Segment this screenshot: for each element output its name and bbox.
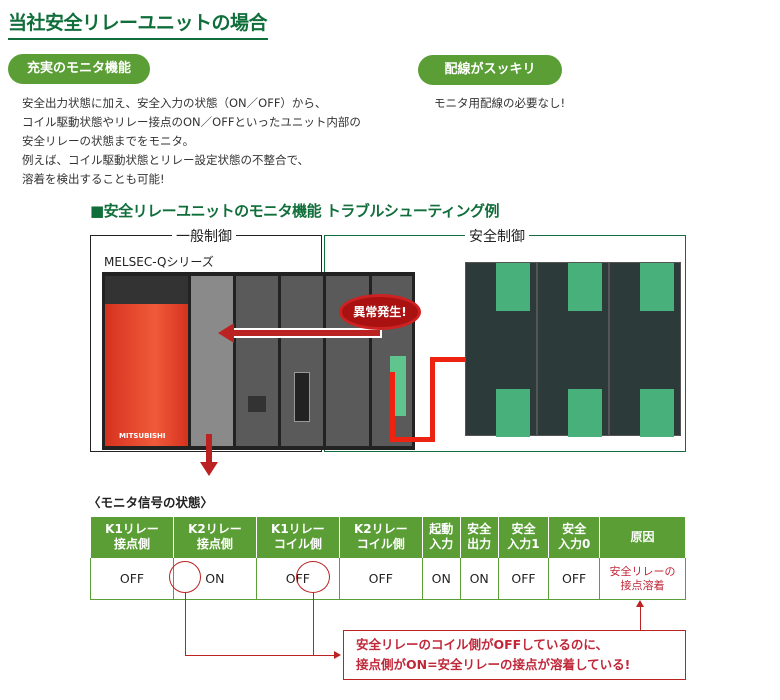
header-cell: K2リレーコイル側 (338, 516, 423, 558)
connector-line (185, 655, 335, 656)
connector-line (185, 593, 186, 656)
arrow-down-icon (200, 462, 218, 476)
callout-line: 接点側がON=安全リレーの接点が溶着している! (356, 657, 631, 672)
desc-line: 安全出力状態に加え、安全入力の状態（ON／OFF）から、 (22, 96, 327, 110)
cpu-module (191, 276, 233, 446)
ethernet-module (236, 276, 278, 446)
plc-image: MITSUBISHI (102, 272, 415, 450)
highlight-circle-k2-coil (296, 561, 330, 593)
value-cell: ON (421, 557, 461, 600)
header-cell: 原因 (599, 516, 686, 558)
header-cell: K2リレー接点側 (172, 516, 257, 558)
header-cell: K1リレーコイル側 (255, 516, 340, 558)
header-cell: 安全入力1 (497, 516, 550, 558)
desc-line: 安全リレーの状態までをモニタ。 (22, 134, 195, 148)
header-cell: K1リレー接点側 (90, 516, 174, 558)
diagram-title: ■安全リレーユニットのモニタ機能 トラブルシューティング例 (90, 202, 500, 220)
monitor-title: 〈モニタ信号の状態〉 (88, 495, 214, 510)
wire (430, 357, 478, 362)
value-cell: OFF (90, 557, 174, 600)
arrow-up-icon (636, 600, 644, 607)
wire (390, 372, 395, 442)
cause-cell: 安全リレーの接点溶着 (599, 557, 686, 600)
value-cell: OFF (548, 557, 600, 600)
connector-line (313, 593, 314, 656)
brand-logo: MITSUBISHI (119, 432, 166, 440)
wire (390, 437, 435, 442)
value-cell: OFF (497, 557, 550, 600)
signal-arrow (232, 328, 382, 338)
desc-line: 溶着を検出することも可能! (22, 172, 165, 186)
desc-line: コイル駆動状態やリレー接点のON／OFFといったユニット内部の (22, 115, 361, 129)
value-cell: OFF (338, 557, 423, 600)
feature-badge-wiring: 配線がスッキリ (418, 55, 562, 85)
alert-burst: 異常発生! (342, 297, 418, 327)
power-supply-module: MITSUBISHI (105, 276, 188, 446)
header-cell: 安全入力0 (548, 516, 600, 558)
feature-wiring-description: モニタ用配線の必要なし! (434, 96, 566, 110)
down-arrow (206, 434, 212, 464)
header-cell: 安全出力 (459, 516, 499, 558)
value-cell: ON (459, 557, 499, 600)
plc-series-label: MELSEC-Qシリーズ (104, 255, 214, 269)
arrow-right-icon (334, 651, 341, 659)
general-control-label: 一般制御 (172, 226, 236, 246)
connector-line (640, 606, 641, 630)
callout-line: 安全リレーのコイル側がOFFしているのに、 (356, 637, 608, 652)
safety-relay-units-image (465, 262, 687, 437)
arrow-left-icon (218, 323, 234, 343)
header-cell: 起動入力 (421, 516, 461, 558)
feature-monitor-description: 安全出力状態に加え、安全入力の状態（ON／OFF）から、 コイル駆動状態やリレー… (22, 94, 361, 189)
safety-control-label: 安全制御 (465, 226, 529, 246)
feature-badge-monitor: 充実のモニタ機能 (8, 54, 150, 84)
io-module (281, 276, 323, 446)
table-header-row: K1リレー接点側 K2リレー接点側 K1リレーコイル側 K2リレーコイル側 起動… (90, 516, 686, 558)
highlight-circle-k2-contact (169, 561, 201, 593)
page-title: 当社安全リレーユニットの場合 (8, 8, 268, 40)
wire (430, 357, 435, 442)
desc-line: 例えば、コイル駆動状態とリレー設定状態の不整合で、 (22, 153, 310, 167)
explanation-callout: 安全リレーのコイル側がOFFしているのに、 接点側がON=安全リレーの接点が溶着… (343, 630, 686, 680)
